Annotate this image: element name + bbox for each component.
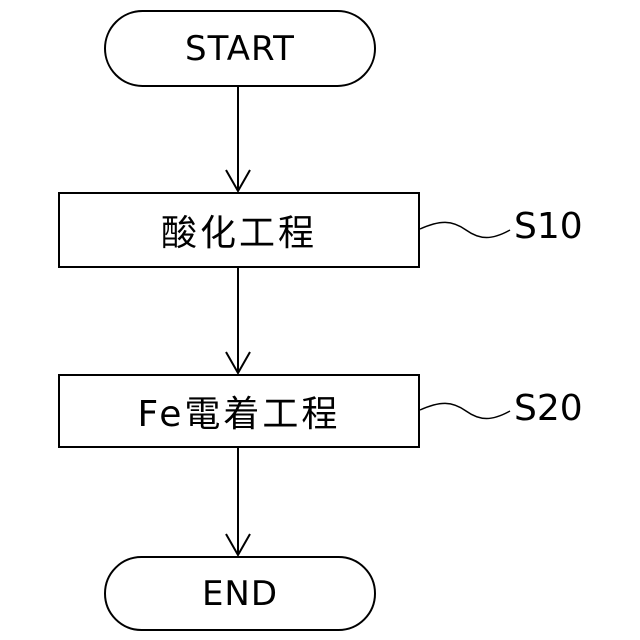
start-label: START <box>185 29 295 69</box>
process-label-oxidation: 酸化工程 <box>161 204 317 256</box>
leader-line-s20 <box>420 403 510 418</box>
process-box-oxidation: 酸化工程 <box>58 192 420 268</box>
process-box-fe-electrodeposition: Fe電着工程 <box>58 374 420 448</box>
end-label: END <box>202 574 278 614</box>
leader-line-s10 <box>420 222 510 237</box>
process-label-fe-electrodeposition: Fe電着工程 <box>138 385 341 437</box>
step-ref-s20: S20 <box>514 388 583 429</box>
start-terminal: START <box>104 10 376 87</box>
end-terminal: END <box>104 556 376 631</box>
step-ref-s10: S10 <box>514 206 583 247</box>
